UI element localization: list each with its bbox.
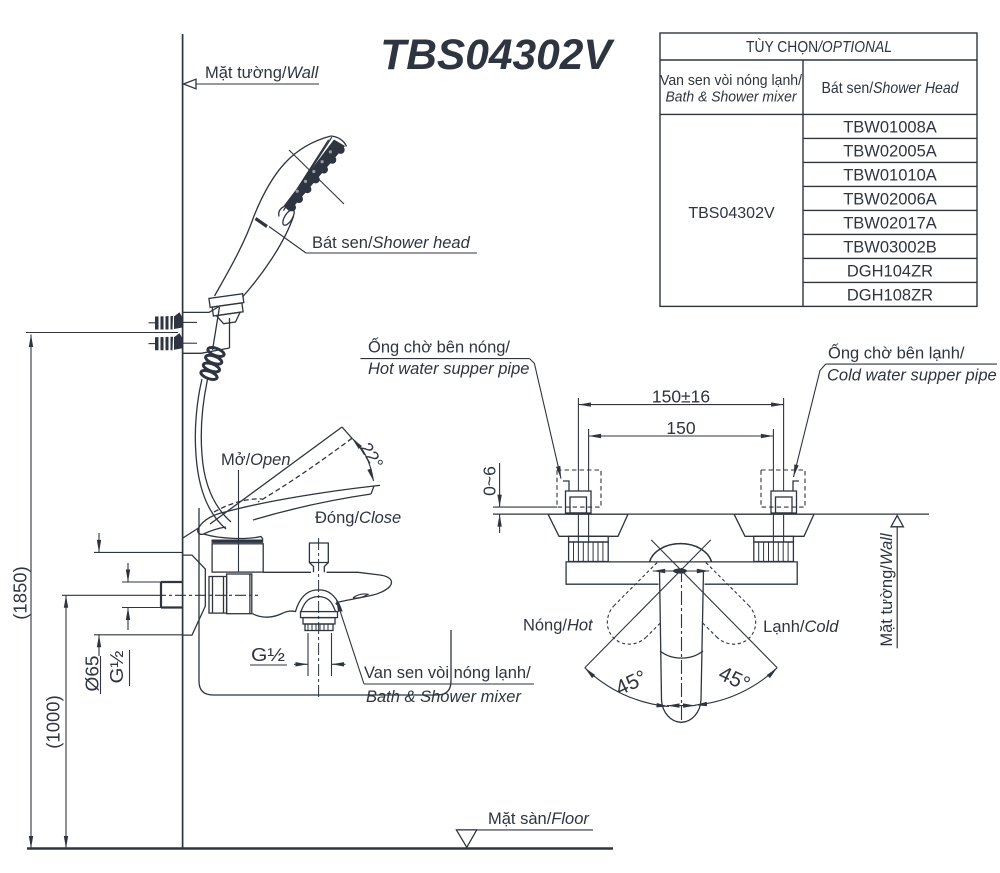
svg-text:Bath & Shower mixer: Bath & Shower mixer bbox=[366, 688, 522, 706]
svg-text:45°: 45° bbox=[612, 666, 651, 700]
svg-text:Lạnh/Cold: Lạnh/Cold bbox=[763, 618, 839, 636]
svg-text:Ống chờ bên nóng/: Ống chờ bên nóng/ bbox=[368, 337, 510, 357]
svg-text:45°: 45° bbox=[715, 662, 754, 696]
svg-text:Bath & Shower mixer: Bath & Shower mixer bbox=[666, 90, 798, 106]
svg-text:Van sen vòi nóng lạnh/: Van sen vòi nóng lạnh/ bbox=[364, 664, 531, 682]
svg-text:Bát sen/Shower Head: Bát sen/Shower Head bbox=[822, 80, 960, 97]
svg-text:Đóng/Close: Đóng/Close bbox=[315, 509, 401, 527]
svg-text:Ø65: Ø65 bbox=[82, 656, 103, 692]
svg-text:Mở/Open: Mở/Open bbox=[221, 451, 291, 469]
svg-text:22°: 22° bbox=[356, 439, 387, 473]
svg-text:Mặt tường/Wall: Mặt tường/Wall bbox=[878, 532, 896, 647]
svg-text:Ống chờ bên lạnh/: Ống chờ bên lạnh/ bbox=[828, 343, 965, 363]
svg-text:(1850): (1850) bbox=[10, 566, 31, 619]
svg-text:150±16: 150±16 bbox=[652, 387, 710, 407]
svg-text:TBW01010A: TBW01010A bbox=[843, 167, 937, 185]
svg-text:TBW02006A: TBW02006A bbox=[843, 191, 937, 209]
svg-text:TÙY CHỌN/OPTIONAL: TÙY CHỌN/OPTIONAL bbox=[746, 37, 892, 56]
svg-text:Cold water supper pipe: Cold water supper pipe bbox=[827, 367, 997, 385]
svg-text:Nóng/Hot: Nóng/Hot bbox=[523, 617, 594, 635]
svg-text:TBW02017A: TBW02017A bbox=[843, 215, 937, 233]
svg-text:TBS04302V: TBS04302V bbox=[688, 205, 775, 222]
svg-text:Bát sen/Shower head: Bát sen/Shower head bbox=[312, 234, 471, 252]
svg-text:Hot water supper pipe: Hot water supper pipe bbox=[368, 360, 529, 378]
svg-text:TBW03002B: TBW03002B bbox=[843, 239, 937, 257]
svg-text:Mặt sàn/Floor: Mặt sàn/Floor bbox=[488, 810, 590, 828]
svg-text:G½: G½ bbox=[251, 644, 285, 665]
svg-text:DGH108ZR: DGH108ZR bbox=[847, 287, 933, 305]
svg-text:TBW02005A: TBW02005A bbox=[843, 143, 937, 161]
svg-text:0~6: 0~6 bbox=[480, 466, 500, 496]
svg-text:150: 150 bbox=[666, 418, 695, 438]
svg-text:Mặt tường/Wall: Mặt tường/Wall bbox=[205, 64, 320, 82]
svg-text:TBW01008A: TBW01008A bbox=[843, 119, 937, 137]
svg-text:DGH104ZR: DGH104ZR bbox=[847, 263, 933, 281]
svg-text:G½: G½ bbox=[106, 651, 127, 684]
svg-text:(1000): (1000) bbox=[43, 695, 64, 748]
svg-text:TBS04302V: TBS04302V bbox=[380, 32, 615, 79]
svg-text:Van sen vòi nóng lạnh/: Van sen vòi nóng lạnh/ bbox=[660, 73, 803, 89]
